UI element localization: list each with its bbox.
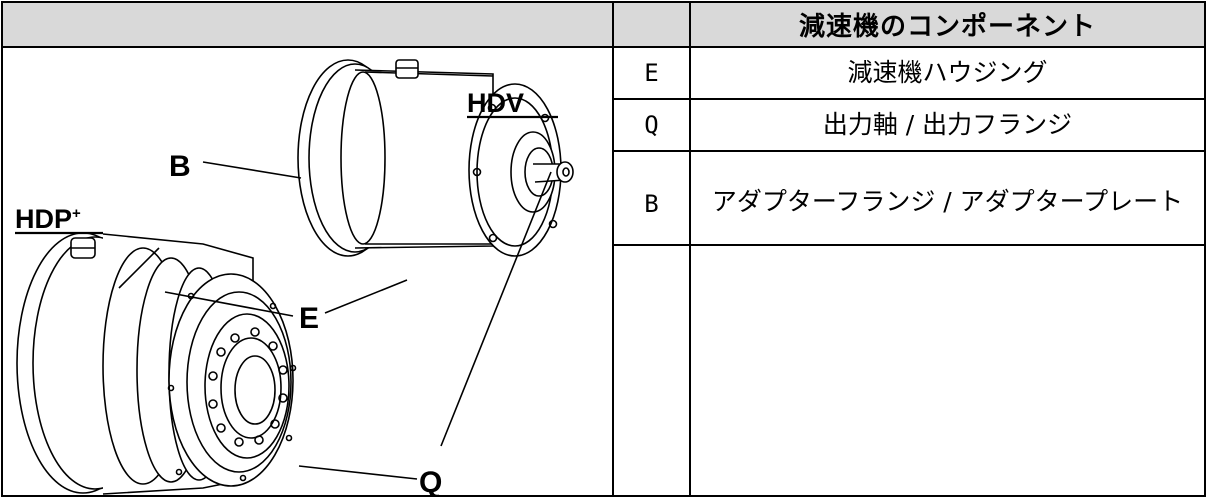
empty-description-cell (689, 244, 1206, 497)
gearbox-figure-cell: HDV HDP+ B E Q (1, 46, 614, 497)
header-cell-figure (1, 1, 614, 48)
component-code: B (612, 150, 691, 246)
model-label-hdv: HDV (467, 88, 524, 118)
table-row: HDV HDP+ B E Q E 減速機ハウジング (1, 46, 1206, 497)
table-row: B アダプターフランジ / アダプタープレート (2, 150, 1206, 246)
table-title: 減速機のコンポーネント (689, 1, 1206, 48)
header-cell-code (612, 1, 691, 48)
empty-code-cell (612, 244, 691, 497)
callout-q: Q (419, 466, 442, 496)
component-code: Q (612, 98, 691, 152)
svg-text:HDP+: HDP+ (15, 204, 81, 234)
model-label-hdp-suffix: + (72, 205, 81, 222)
component-code: E (612, 46, 691, 100)
table-row-empty (2, 244, 1206, 497)
callout-e: E (299, 302, 319, 335)
table-row: Q 出力軸 / 出力フランジ (2, 98, 1206, 152)
component-description: 出力軸 / 出力フランジ (689, 98, 1206, 152)
gearbox-drawing: HDV HDP+ B E Q (15, 59, 574, 496)
table-header-row: 減速機のコンポーネント (1, 1, 1206, 48)
model-label-hdp: HDP (15, 204, 72, 234)
callout-b: B (169, 150, 191, 183)
component-description: 減速機ハウジング (689, 46, 1206, 100)
component-description: アダプターフランジ / アダプタープレート (689, 150, 1206, 246)
